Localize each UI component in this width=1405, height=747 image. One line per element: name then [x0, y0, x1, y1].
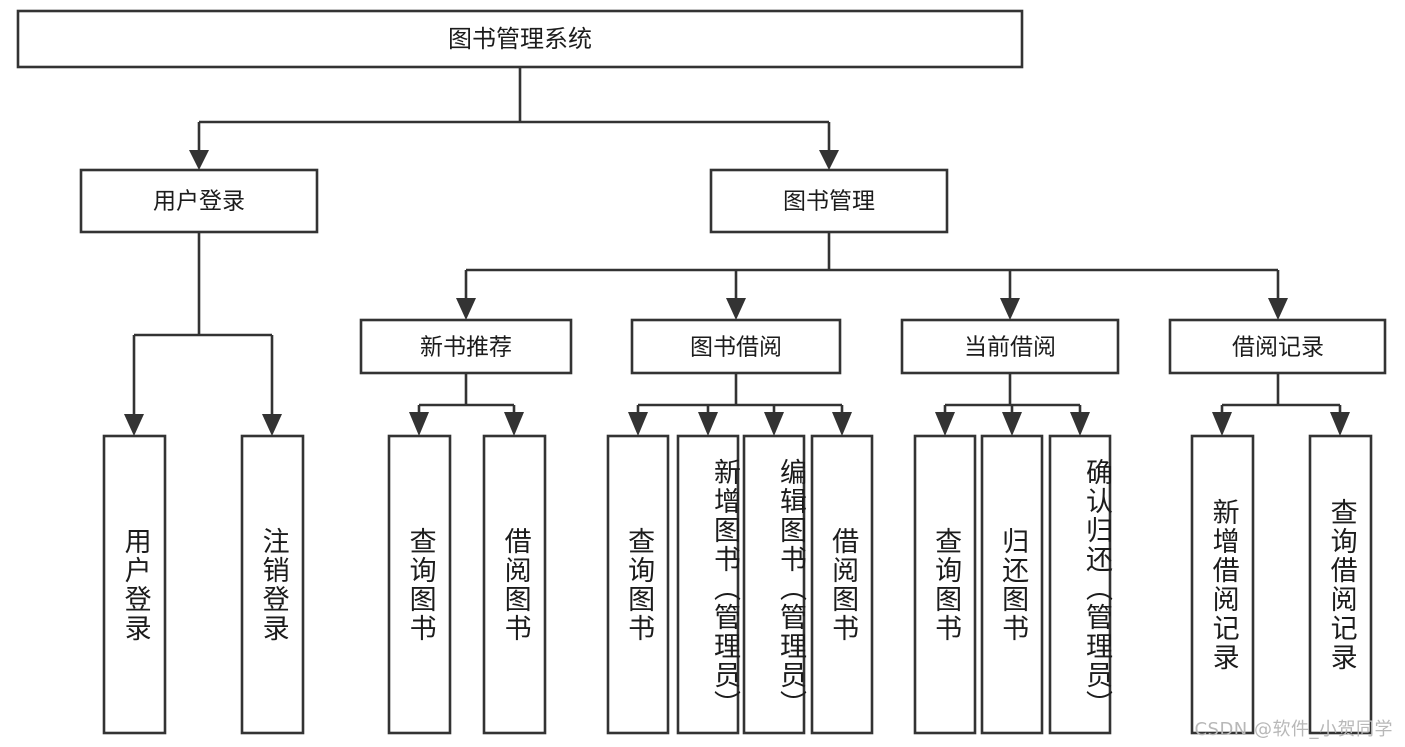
leaf-query-record-label: 查询借阅记录	[1325, 497, 1357, 672]
leaf-edit-book-label: 编辑图书（管理员）	[775, 458, 806, 719]
leaf-user-login[interactable]	[102, 434, 167, 735]
node-book-manage[interactable]: 图书管理	[709, 168, 949, 234]
leaf-borrow-book-1-label: 借阅图书	[499, 526, 531, 643]
node-root[interactable]: 图书管理系统	[16, 9, 1024, 69]
node-user-login[interactable]: 用户登录	[79, 168, 319, 234]
leaf-add-book-label: 新增图书（管理员）	[709, 458, 740, 719]
leaf-add-book[interactable]	[676, 434, 740, 735]
connector-root-to-book-manage	[819, 122, 839, 170]
connector-book-borrow-bus	[628, 373, 852, 436]
node-new-book-rec-label: 新书推荐	[420, 335, 512, 361]
leaf-query-book-2-label: 查询图书	[623, 526, 655, 643]
leaf-query-book-3[interactable]	[913, 434, 977, 735]
node-borrow-record[interactable]: 借阅记录	[1168, 318, 1387, 375]
leaf-borrow-book-2[interactable]	[810, 434, 874, 735]
leaf-logout-label: 注销登录	[257, 526, 289, 643]
leaf-confirm-return-label: 确认归还（管理员）	[1081, 458, 1112, 719]
leaf-query-book-1[interactable]	[387, 434, 452, 735]
leaf-query-record[interactable]	[1308, 434, 1373, 735]
leaf-add-record-label: 新增借阅记录	[1207, 497, 1239, 672]
leaf-query-book-3-label: 查询图书	[930, 526, 962, 643]
connector-borrow-record-bus	[1212, 373, 1350, 436]
node-book-borrow-label: 图书借阅	[690, 335, 782, 361]
leaf-return-book-label: 归还图书	[997, 526, 1029, 643]
connector-current-borrow-bus	[935, 373, 1090, 436]
connector-user-login-bus	[124, 232, 282, 436]
connector-root-to-user-login	[189, 122, 209, 170]
node-root-label: 图书管理系统	[448, 25, 592, 53]
leaf-edit-book[interactable]	[742, 434, 806, 735]
connector-book-manage-bus	[456, 232, 1288, 320]
leaf-borrow-book-2-label: 借阅图书	[827, 526, 859, 643]
connector-root-bus	[199, 67, 829, 124]
leaf-query-book-1-label: 查询图书	[404, 526, 436, 643]
leaf-return-book[interactable]	[980, 434, 1044, 735]
leaf-user-login-label: 用户登录	[119, 526, 151, 643]
node-current-borrow-label: 当前借阅	[964, 335, 1056, 361]
node-user-login-label: 用户登录	[153, 189, 245, 215]
node-borrow-record-label: 借阅记录	[1232, 335, 1324, 361]
leaf-add-record[interactable]	[1190, 434, 1255, 735]
connector-new-book-rec-bus	[409, 373, 524, 436]
node-new-book-rec[interactable]: 新书推荐	[359, 318, 573, 375]
leaf-borrow-book-1[interactable]	[482, 434, 547, 735]
node-book-manage-label: 图书管理	[783, 189, 875, 215]
leaf-logout[interactable]	[240, 434, 305, 735]
node-book-borrow[interactable]: 图书借阅	[630, 318, 842, 375]
node-current-borrow[interactable]: 当前借阅	[900, 318, 1120, 375]
leaf-query-book-2[interactable]	[606, 434, 670, 735]
leaf-confirm-return[interactable]	[1048, 434, 1112, 735]
